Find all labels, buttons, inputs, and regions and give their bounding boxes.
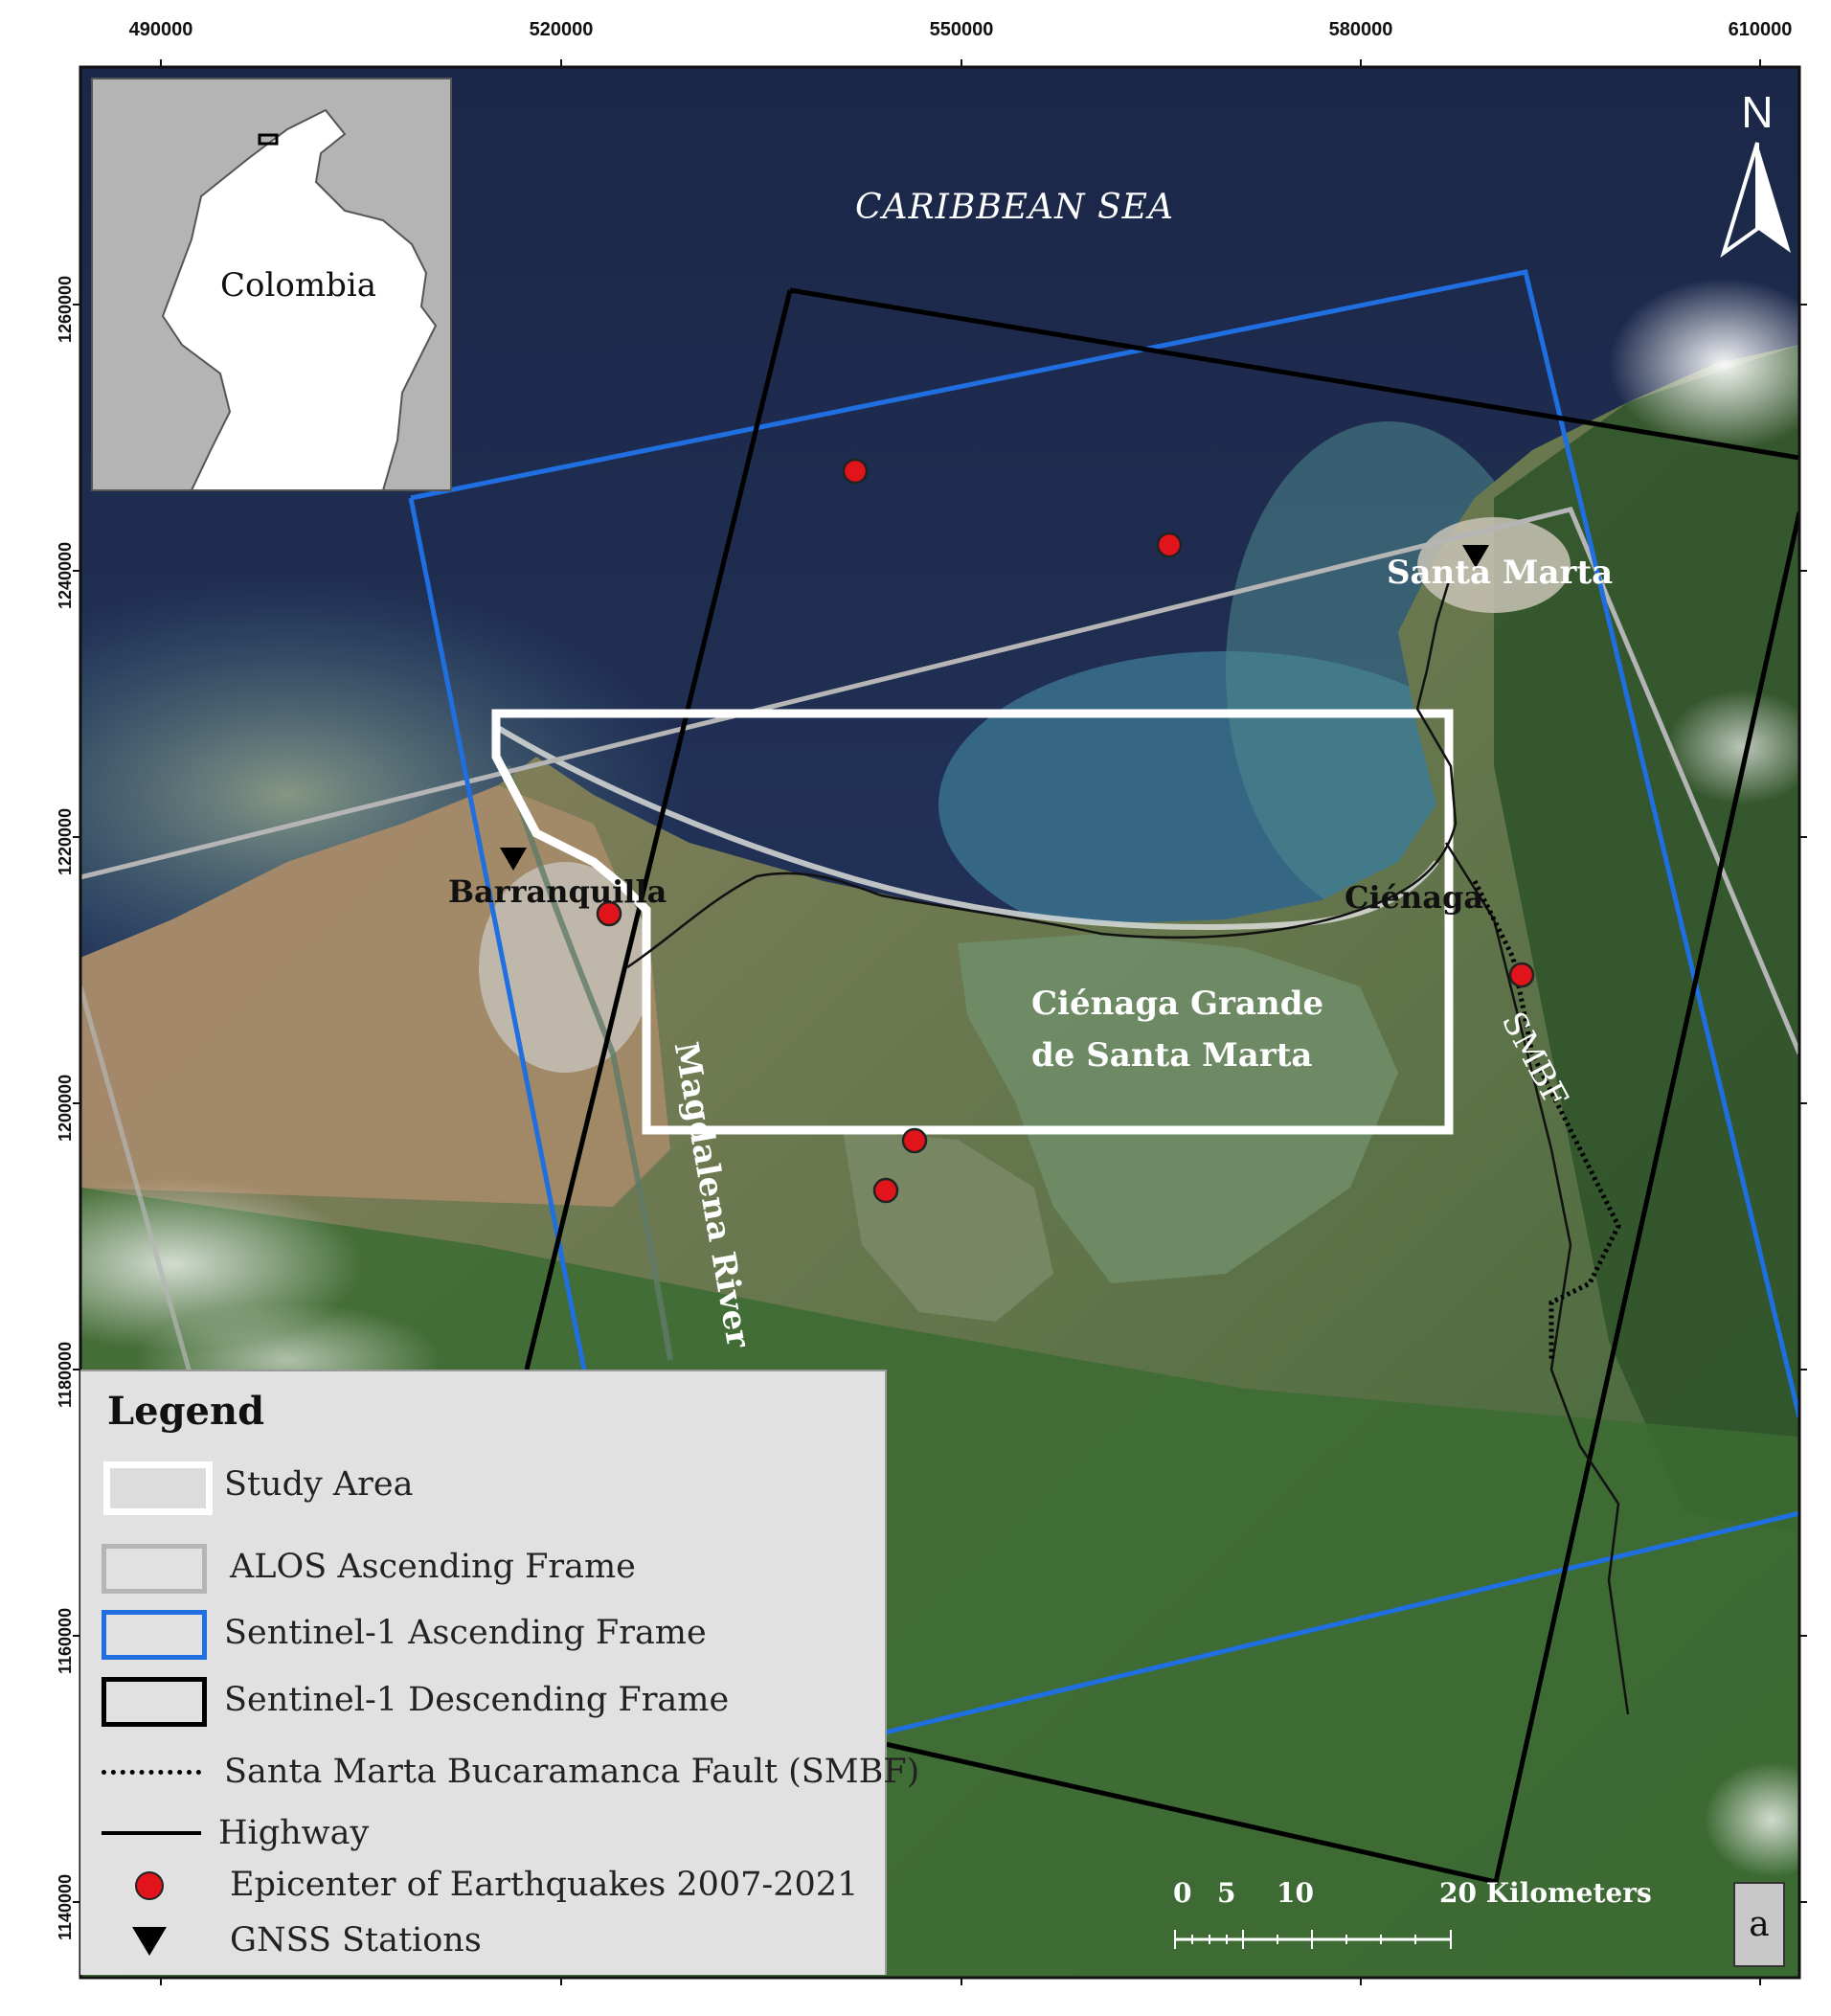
x-tick-label: 520000: [529, 19, 594, 40]
legend-label: Study Area: [224, 1465, 414, 1504]
epicenter-marker: [901, 1127, 928, 1154]
legend-item-alos: ALOS Ascending Frame: [80, 1538, 885, 1596]
y-tick-label: 1160000: [56, 1607, 75, 1674]
axis-ticks: [73, 59, 1807, 1985]
x-tick-label: 550000: [929, 19, 994, 40]
inset-colombia-shape: [161, 108, 438, 491]
legend-label: Epicenter of Earthquakes 2007-2021: [230, 1866, 859, 1904]
map-border: [79, 65, 1801, 1980]
sentinel1-descending-frame: [524, 287, 1799, 1885]
alos-ascending-frame: [80, 507, 1799, 1054]
north-arrow-label: N: [1741, 87, 1774, 137]
legend-swatch-sentinel-asc: [102, 1610, 207, 1660]
panel-label: a: [1733, 1882, 1785, 1967]
legend-label: Sentinel-1 Descending Frame: [224, 1681, 730, 1719]
x-tick-label: 490000: [128, 19, 193, 40]
scale-label: 5: [1217, 1877, 1236, 1909]
legend-swatch-epicenter: [135, 1871, 164, 1900]
legend-swatch-alos: [102, 1544, 207, 1594]
scale-bar-graphic: [1174, 1930, 1452, 1949]
legend-label: ALOS Ascending Frame: [230, 1548, 636, 1586]
gnss-station-marker: [500, 848, 527, 871]
legend-swatch-sentinel-desc: [102, 1677, 207, 1727]
y-tick-label: 1200000: [56, 1074, 75, 1142]
epicenter-marker: [842, 458, 869, 485]
y-tick-label: 1240000: [56, 541, 75, 609]
north-arrow: N: [1714, 86, 1800, 278]
inset-country-label: Colombia: [220, 266, 376, 305]
legend-item-gnss: GNSS Stations: [80, 1912, 885, 1969]
x-tick-label: 580000: [1328, 19, 1393, 40]
y-tick-label: 1140000: [56, 1873, 75, 1940]
cienaga-grande-label-line2: de Santa Marta: [1031, 1036, 1313, 1075]
scale-label: 10: [1277, 1877, 1314, 1909]
epicenter-marker: [596, 900, 622, 927]
legend-swatch-gnss: [132, 1927, 167, 1956]
highway-line: [626, 574, 1458, 969]
scale-label: 20 Kilometers: [1439, 1877, 1652, 1909]
legend-title: Legend: [107, 1389, 265, 1434]
epicenter-marker: [872, 1177, 899, 1204]
legend-item-sentinel-desc: Sentinel-1 Descending Frame: [80, 1671, 885, 1729]
legend-label: GNSS Stations: [230, 1921, 482, 1959]
legend-item-study-area: Study Area: [80, 1456, 885, 1515]
cienaga-label: Ciénaga: [1345, 879, 1484, 916]
sea-label: CARIBBEAN SEA: [855, 188, 1174, 227]
cienaga-grande-label-line1: Ciénaga Grande: [1031, 985, 1324, 1023]
y-tick-label: 1180000: [56, 1341, 75, 1408]
legend-label: Highway: [218, 1814, 370, 1852]
inset-location-box: [258, 133, 279, 146]
north-arrow-icon: [1720, 142, 1791, 259]
barranquilla-label: Barranquilla: [448, 873, 667, 910]
scale-bar: 0 5 10 20 Kilometers: [1173, 1877, 1652, 1963]
legend-label: Santa Marta Bucaramanca Fault (SMBF): [224, 1753, 920, 1791]
inset-map: [91, 78, 452, 491]
gnss-station-marker: [1462, 545, 1489, 568]
x-tick-label: 610000: [1728, 19, 1793, 40]
legend-label: Sentinel-1 Ascending Frame: [224, 1614, 707, 1652]
y-tick-label: 1260000: [56, 275, 75, 343]
study-area-polygon: [491, 709, 1454, 1135]
legend-item-epicenter: Epicenter of Earthquakes 2007-2021: [80, 1856, 885, 1914]
legend-swatch-study-area: [103, 1461, 213, 1515]
legend-item-smbf: Santa Marta Bucaramanca Fault (SMBF): [80, 1743, 919, 1801]
santa-marta-label: Santa Marta: [1387, 554, 1614, 592]
map-legend: Legend Study Area ALOS Ascending Frame S…: [80, 1370, 919, 1975]
sentinel1-ascending-frame: [408, 269, 1799, 1736]
legend-item-sentinel-asc: Sentinel-1 Ascending Frame: [80, 1604, 885, 1662]
legend-swatch-smbf: [102, 1770, 201, 1775]
scale-label: 0: [1173, 1877, 1192, 1909]
legend-swatch-highway: [102, 1831, 201, 1835]
epicenter-marker: [1156, 532, 1183, 558]
legend-item-highway: Highway: [80, 1804, 885, 1862]
y-tick-label: 1220000: [56, 807, 75, 875]
epicenter-marker: [1508, 962, 1535, 988]
